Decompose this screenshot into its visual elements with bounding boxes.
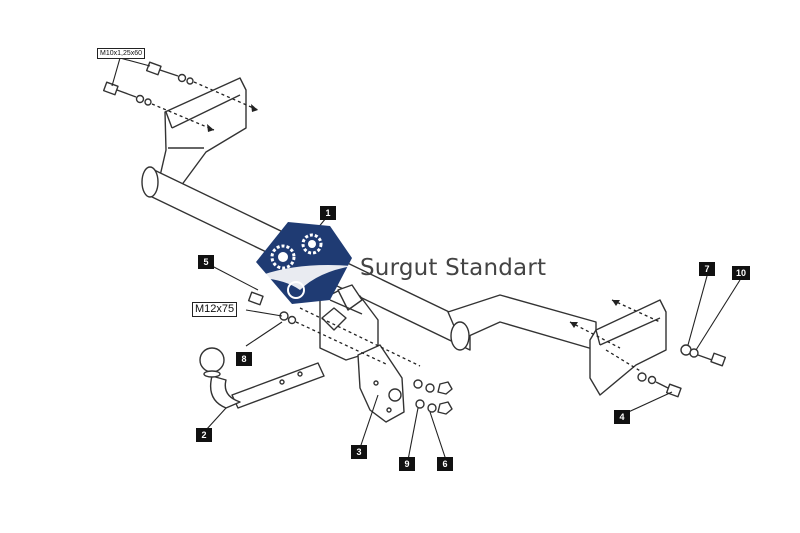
callout-4: 4 <box>614 410 630 424</box>
center-fastener-set <box>247 291 453 415</box>
assembly-dash-lines <box>151 81 661 373</box>
brand-wordmark: Surgut Standart <box>360 255 547 281</box>
socket-plate <box>357 344 405 423</box>
center-receiver-bracket <box>319 284 379 361</box>
bolt-label-m12: M12x75 <box>192 302 238 317</box>
callout-5: 5 <box>198 255 214 269</box>
callout-3: 3 <box>351 445 367 459</box>
callout-1: 1 <box>320 206 336 220</box>
ball-mount-arm <box>199 347 325 409</box>
left-mounting-bracket <box>159 77 247 191</box>
surgut-standart-logo <box>256 222 352 304</box>
callout-10: 10 <box>732 266 750 280</box>
callout-2: 2 <box>196 428 212 442</box>
callout-8: 8 <box>236 352 252 366</box>
callout-6: 6 <box>437 457 453 471</box>
direction-arrows <box>207 104 620 328</box>
right-mounting-bracket <box>589 299 667 396</box>
callout-7: 7 <box>699 262 715 276</box>
callout-9: 9 <box>399 457 415 471</box>
right-bolt-set <box>637 344 727 398</box>
top-bolt-set <box>102 61 194 106</box>
bolt-label-m10: M10x1,25x60 <box>97 48 146 59</box>
